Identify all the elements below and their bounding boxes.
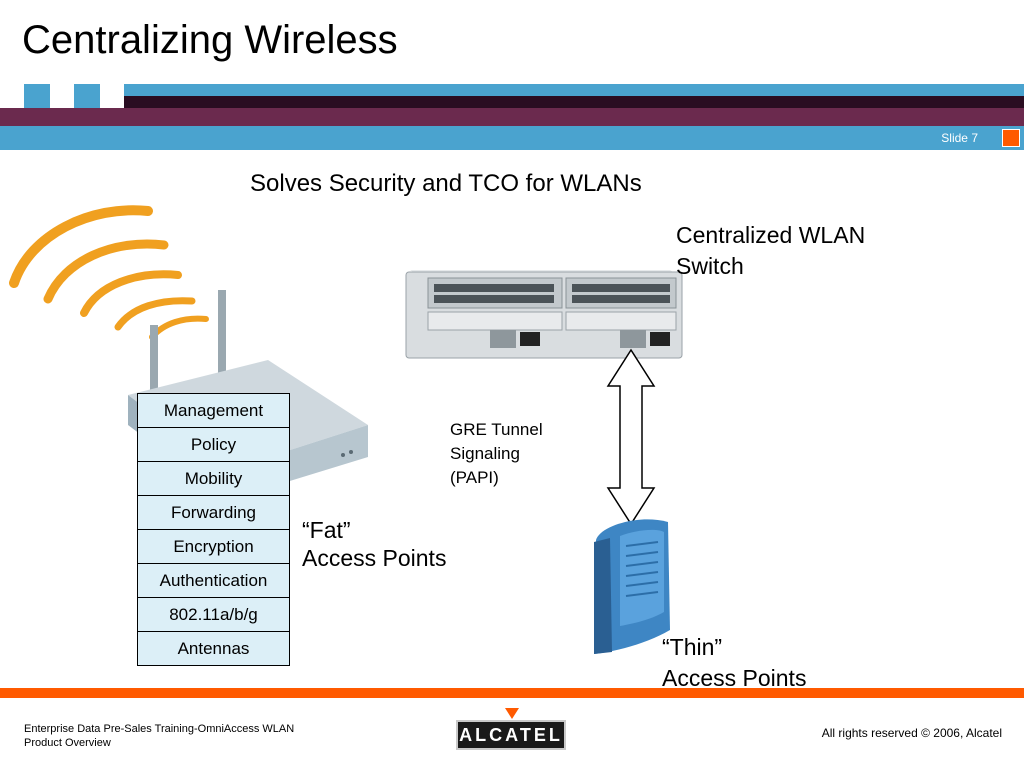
header-square	[24, 84, 50, 108]
stack-layer-policy: Policy	[137, 428, 290, 462]
gre-label-line3: (PAPI)	[450, 468, 499, 487]
gre-label-line2: Signaling	[450, 444, 520, 463]
slide-marker-square	[1002, 129, 1020, 147]
footer-course-title: Enterprise Data Pre-Sales Training-OmniA…	[24, 723, 295, 749]
alcatel-logo: ALCATEL	[456, 720, 566, 750]
thin-ap-label: “Thin” Access Points	[662, 632, 862, 694]
thin-ap-label-line2: Access Points	[662, 665, 807, 691]
header-band-dark	[0, 96, 1024, 108]
stack-layer-mobility: Mobility	[137, 462, 290, 496]
tunnel-double-arrow	[606, 348, 656, 526]
wlan-switch-image	[405, 270, 683, 359]
header-gap	[50, 84, 74, 108]
footer-copyright: All rights reserved © 2006, Alcatel	[821, 726, 1002, 740]
gre-label-line1: GRE Tunnel	[450, 420, 543, 439]
thin-ap-label-line1: “Thin”	[662, 634, 723, 660]
thin-access-point-image	[594, 519, 670, 654]
stack-layer-802-11: 802.11a/b/g	[137, 598, 290, 632]
gre-tunnel-label: GRE Tunnel Signaling (PAPI)	[450, 418, 590, 490]
stack-layer-authentication: Authentication	[137, 564, 290, 598]
stack-layer-antennas: Antennas	[137, 632, 290, 666]
fat-ap-label-line1: “Fat”	[302, 517, 351, 543]
slide-title: Centralizing Wireless	[22, 18, 398, 62]
stack-layer-forwarding: Forwarding	[137, 496, 290, 530]
slide-number: Slide 7	[941, 131, 978, 145]
fat-ap-label: “Fat” Access Points	[302, 516, 502, 572]
header-band-plum	[0, 108, 1024, 126]
footer-orange-line	[0, 688, 1024, 698]
fat-ap-function-stack: Management Policy Mobility Forwarding En…	[137, 393, 290, 666]
antenna-right	[218, 290, 226, 420]
switch-label: Centralized WLAN Switch	[676, 222, 866, 279]
logo-triangle-icon	[505, 708, 519, 719]
wireless-signal-icon	[9, 205, 209, 340]
fat-ap-label-line2: Access Points	[302, 545, 447, 571]
header-gap	[0, 84, 24, 108]
header-square	[74, 84, 100, 108]
antenna-left	[150, 325, 158, 445]
slide-subtitle: Solves Security and TCO for WLANs	[250, 170, 642, 197]
header-band-blue	[0, 126, 1024, 150]
header-band-top	[0, 84, 1024, 96]
stack-layer-management: Management	[137, 393, 290, 428]
stack-layer-encryption: Encryption	[137, 530, 290, 564]
header-gap	[100, 84, 124, 108]
